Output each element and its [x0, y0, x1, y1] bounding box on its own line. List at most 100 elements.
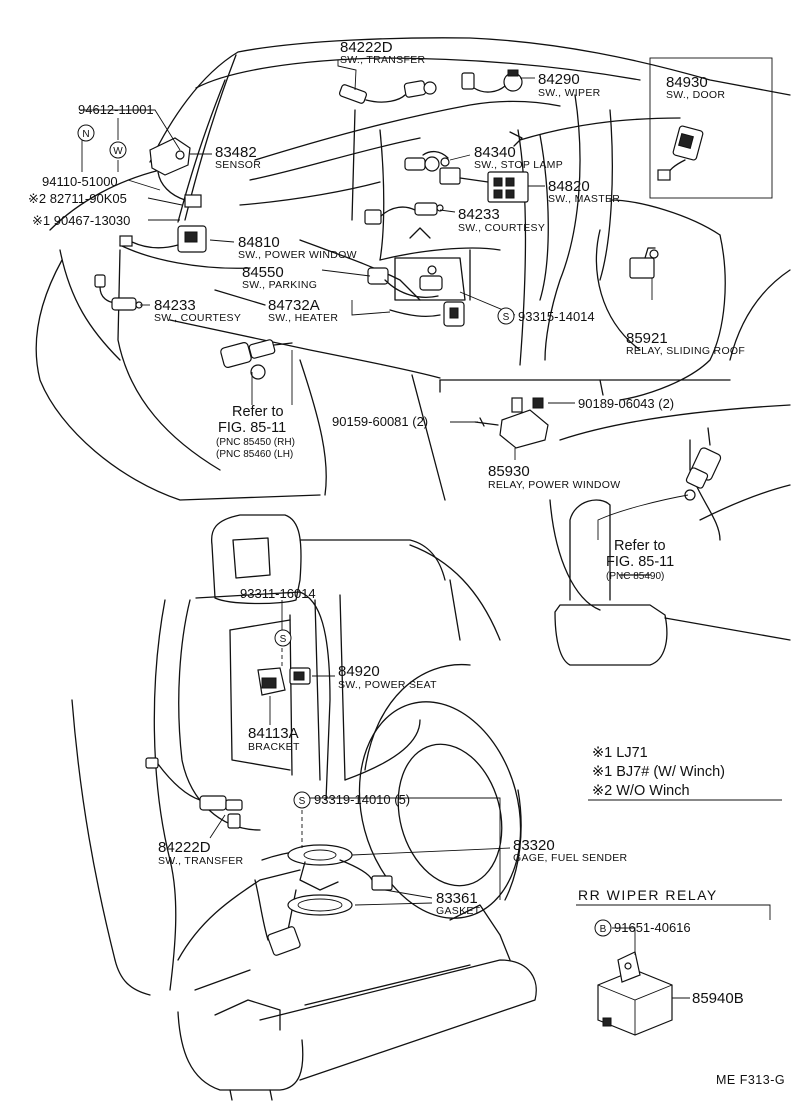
svg-text:S: S: [280, 634, 287, 645]
callout-number: 84810: [238, 234, 280, 251]
callout-number: 84930: [666, 74, 708, 91]
callout-number: 84222D: [158, 839, 211, 856]
callout-number: 85921: [626, 330, 668, 347]
callout-labels: 84222D SW., TRANSFER 84290 SW., WIPER 84…: [28, 39, 745, 1007]
svg-text:Refer to: Refer to: [232, 404, 284, 420]
callout-desc: SENSOR: [215, 159, 261, 171]
callout-desc: SW., POWER SEAT: [338, 679, 437, 691]
callout-number: 91651-40616: [614, 920, 691, 935]
part-85930: [474, 397, 549, 449]
callout-number: 84290: [538, 71, 580, 88]
callout-desc: SW., WIPER: [538, 87, 601, 99]
part-83482: [149, 137, 202, 208]
callout-number: 84550: [242, 264, 284, 281]
callout-number: ※1 90467-13030: [32, 213, 130, 228]
callout-number: 85940B: [692, 990, 744, 1007]
figure-code: ME F313-G: [716, 1073, 785, 1087]
callout-number: 94110-51000: [42, 174, 118, 189]
svg-text:S: S: [503, 312, 510, 323]
svg-text:B: B: [600, 924, 607, 935]
symbol-b: B: [594, 919, 612, 937]
callout-number: 84233: [458, 206, 500, 223]
svg-text:FIG. 85-11: FIG. 85-11: [218, 420, 286, 436]
vehicle-rear-outline: [71, 514, 537, 1101]
part-83320: [267, 844, 393, 956]
callout-desc: RELAY, SLIDING ROOF: [626, 345, 745, 357]
callout-number: 83482: [215, 144, 257, 161]
callout-number: 84113A: [248, 725, 299, 742]
part-ref-left: [220, 339, 293, 380]
ref-note-right: Refer to FIG. 85-11 (PNC 85490): [606, 538, 674, 582]
svg-text:(PNC 85460 (LH): (PNC 85460 (LH): [216, 449, 293, 460]
part-84920: [289, 667, 311, 685]
callout-number: 84820: [548, 178, 590, 195]
symbol-s-93319: S: [293, 791, 311, 809]
callout-number: 93319-14010 (5): [314, 792, 410, 807]
part-84233-mid: [364, 202, 444, 225]
svg-text:N: N: [82, 129, 89, 140]
callout-number: 84233: [154, 297, 196, 314]
callout-desc: RELAY, POWER WINDOW: [488, 479, 621, 491]
model-legend: ※1 LJ71 ※1 BJ7# (W/ Winch) ※2 W/O Winch: [592, 745, 725, 799]
callout-desc: SW., DOOR: [666, 89, 725, 101]
callout-number: 83320: [513, 837, 555, 854]
symbol-n: N: [77, 124, 95, 142]
callout-number: 90159-60081 (2): [332, 414, 428, 429]
callout-desc: GASKET: [436, 905, 481, 917]
symbol-w: W: [109, 141, 127, 159]
callout-number: 84222D: [340, 39, 393, 56]
callout-number: 84920: [338, 663, 380, 680]
callout-desc: GAGE, FUEL SENDER: [513, 852, 628, 864]
callout-desc: SW., COURTESY: [458, 222, 545, 234]
svg-text:Refer to: Refer to: [614, 538, 666, 554]
part-84340: [404, 150, 450, 172]
callout-desc: SW., POWER WINDOW: [238, 249, 357, 261]
callout-number: ※2 82711-90K05: [28, 191, 127, 206]
box-84930: [649, 57, 773, 199]
callout-desc: SW., TRANSFER: [158, 855, 243, 867]
ref-note-left: Refer to FIG. 85-11 (PNC 85450 (RH) (PNC…: [216, 404, 295, 460]
callout-number: 90189-06043 (2): [578, 396, 674, 411]
callout-number: 93315-14014: [518, 309, 595, 324]
callout-number: 84732A: [268, 297, 320, 314]
parts-bottom: [145, 667, 673, 1036]
callout-desc: SW., HEATER: [268, 312, 338, 324]
callout-number: 85930: [488, 463, 530, 480]
svg-text:(PNC 85450 (RH): (PNC 85450 (RH): [216, 437, 295, 448]
part-83361: [287, 894, 353, 916]
part-84222D-top: [338, 80, 437, 104]
vehicle-cabin-outline: [35, 37, 791, 666]
callout-desc: SW., PARKING: [242, 279, 317, 291]
part-84290: [461, 69, 523, 93]
part-84820: [439, 167, 529, 203]
callout-desc: SW., TRANSFER: [340, 54, 425, 66]
part-84810: [119, 225, 207, 253]
part-85921: [629, 247, 659, 279]
svg-text:※2 W/O Winch: ※2 W/O Winch: [592, 783, 690, 799]
symbol-s-93311: S: [274, 629, 292, 647]
part-85940B: [597, 951, 673, 1036]
callout-number: 83361: [436, 890, 478, 907]
part-84550: [367, 227, 466, 301]
callout-desc: SW., COURTESY: [154, 312, 241, 324]
callout-number: 94612-11001: [78, 102, 154, 117]
symbol-s-93315: S: [497, 307, 515, 325]
part-ref-right: [684, 427, 722, 501]
part-84732A: [389, 301, 465, 327]
callout-desc: SW., STOP LAMP: [474, 159, 563, 171]
rr-wiper-relay-title: RR WIPER RELAY: [578, 887, 718, 903]
part-84233-left: [94, 274, 143, 311]
parts-top: [94, 57, 773, 501]
svg-text:W: W: [113, 146, 123, 157]
svg-text:※1 LJ71: ※1 LJ71: [592, 745, 648, 761]
svg-text:※1 BJ7# (W/ Winch): ※1 BJ7# (W/ Winch): [592, 764, 725, 780]
leader-lines: [80, 60, 782, 999]
svg-text:S: S: [299, 796, 306, 807]
callout-desc: SW., MASTER: [548, 193, 620, 205]
part-84113A: [257, 667, 286, 696]
svg-text:FIG. 85-11: FIG. 85-11: [606, 554, 674, 570]
part-84222D-bot: [145, 757, 243, 829]
part-84930: [657, 125, 704, 181]
callout-number: 84340: [474, 144, 516, 161]
